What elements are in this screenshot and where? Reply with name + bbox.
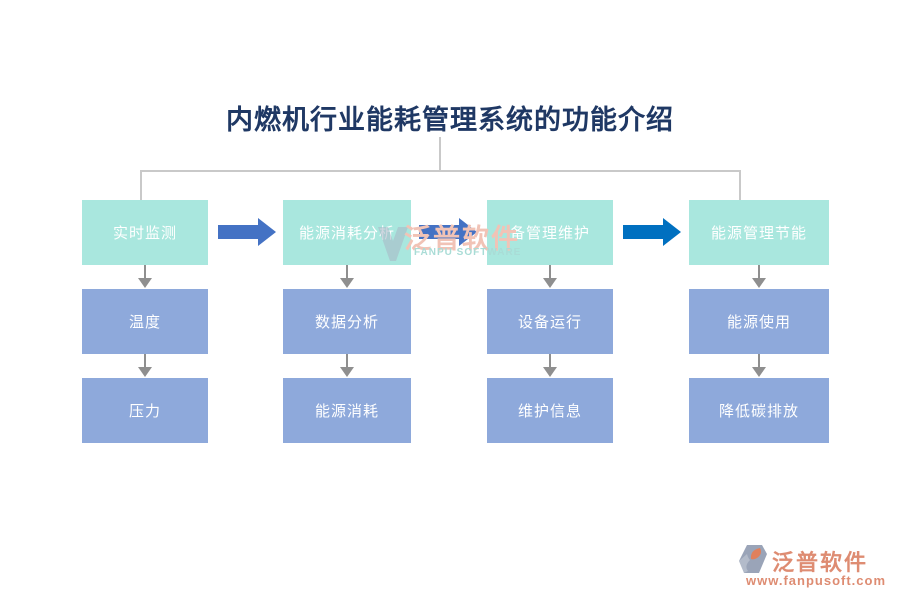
node-child: 能源消耗 xyxy=(283,378,411,443)
node-child: 数据分析 xyxy=(283,289,411,354)
node-child: 压力 xyxy=(82,378,208,443)
node-header: 能源消耗分析 xyxy=(283,200,411,265)
footer-brand: 泛普软件 www.fanpusoft.com xyxy=(738,544,888,592)
node-child: 设备运行 xyxy=(487,289,613,354)
down-arrow-icon xyxy=(689,354,829,378)
node-child: 能源使用 xyxy=(689,289,829,354)
flow-arrow-icon xyxy=(419,218,477,246)
connector-vertical-right xyxy=(739,170,741,201)
connector-vertical-center xyxy=(439,137,441,171)
node-header: 能源管理节能 xyxy=(689,200,829,265)
down-arrow-icon xyxy=(689,265,829,289)
down-arrow-icon xyxy=(283,265,411,289)
column-equipment-maintenance: 备管理维护 设备运行 维护信息 xyxy=(487,200,613,443)
fanpu-logo-icon xyxy=(739,545,767,573)
down-arrow-icon xyxy=(487,354,613,378)
down-arrow-icon xyxy=(82,354,208,378)
flow-arrow-icon xyxy=(623,218,681,246)
down-arrow-icon xyxy=(283,354,411,378)
footer-brand-text: 泛普软件 xyxy=(772,550,869,575)
footer-website-link[interactable]: www.fanpusoft.com xyxy=(746,573,887,588)
node-child: 维护信息 xyxy=(487,378,613,443)
down-arrow-icon xyxy=(82,265,208,289)
flow-arrow-icon xyxy=(218,218,276,246)
column-realtime-monitoring: 实时监测 温度 压力 xyxy=(82,200,208,443)
node-header: 实时监测 xyxy=(82,200,208,265)
connector-vertical-left xyxy=(140,170,142,201)
column-energy-saving: 能源管理节能 能源使用 降低碳排放 xyxy=(689,200,829,443)
connector-horizontal xyxy=(140,170,741,172)
down-arrow-icon xyxy=(487,265,613,289)
column-energy-analysis: 能源消耗分析 数据分析 能源消耗 xyxy=(283,200,411,443)
node-child: 温度 xyxy=(82,289,208,354)
node-header: 备管理维护 xyxy=(487,200,613,265)
node-child: 降低碳排放 xyxy=(689,378,829,443)
page-title: 内燃机行业能耗管理系统的功能介绍 xyxy=(226,105,674,135)
